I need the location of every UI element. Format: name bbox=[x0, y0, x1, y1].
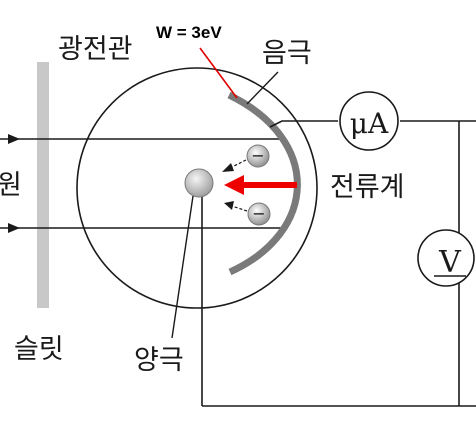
electron-lower bbox=[247, 202, 271, 226]
electron-path-lower bbox=[231, 205, 248, 212]
electron-path-upper-arrowhead bbox=[222, 163, 234, 172]
phototube-envelope bbox=[76, 67, 318, 309]
slit-bar bbox=[37, 62, 49, 308]
work-function-label: W = 3eV bbox=[156, 23, 222, 42]
light-source-label: 원 bbox=[0, 170, 22, 201]
voltmeter-symbol: V bbox=[438, 245, 462, 280]
slit-label: 슬릿 bbox=[14, 334, 64, 365]
electron-path-lower-arrowhead bbox=[224, 201, 234, 210]
light-ray-bottom-arrowhead bbox=[8, 223, 20, 233]
cathode-lead-wire bbox=[269, 120, 338, 128]
microammeter bbox=[339, 91, 399, 151]
voltmeter bbox=[417, 229, 475, 287]
electron-path-upper bbox=[229, 159, 247, 169]
phototube-label: 광전관 bbox=[58, 34, 133, 65]
work-function-pointer bbox=[199, 47, 238, 99]
microammeter-symbol: μA bbox=[350, 107, 389, 140]
galvanometer-label: 전류계 bbox=[330, 172, 405, 203]
electron-upper bbox=[246, 144, 270, 168]
light-ray-top-arrowhead bbox=[8, 134, 20, 144]
electron-upper-sign: − bbox=[251, 146, 264, 165]
anode-sphere bbox=[184, 168, 214, 198]
anode-label: 양극 bbox=[134, 345, 184, 376]
cathode-label: 음극 bbox=[262, 38, 312, 69]
electron-lower-sign: − bbox=[252, 204, 265, 223]
force-arrow-head bbox=[224, 175, 244, 195]
cathode-label-pointer bbox=[246, 71, 279, 105]
anode-label-pointer bbox=[171, 195, 194, 339]
cathode-plate bbox=[227, 91, 301, 276]
